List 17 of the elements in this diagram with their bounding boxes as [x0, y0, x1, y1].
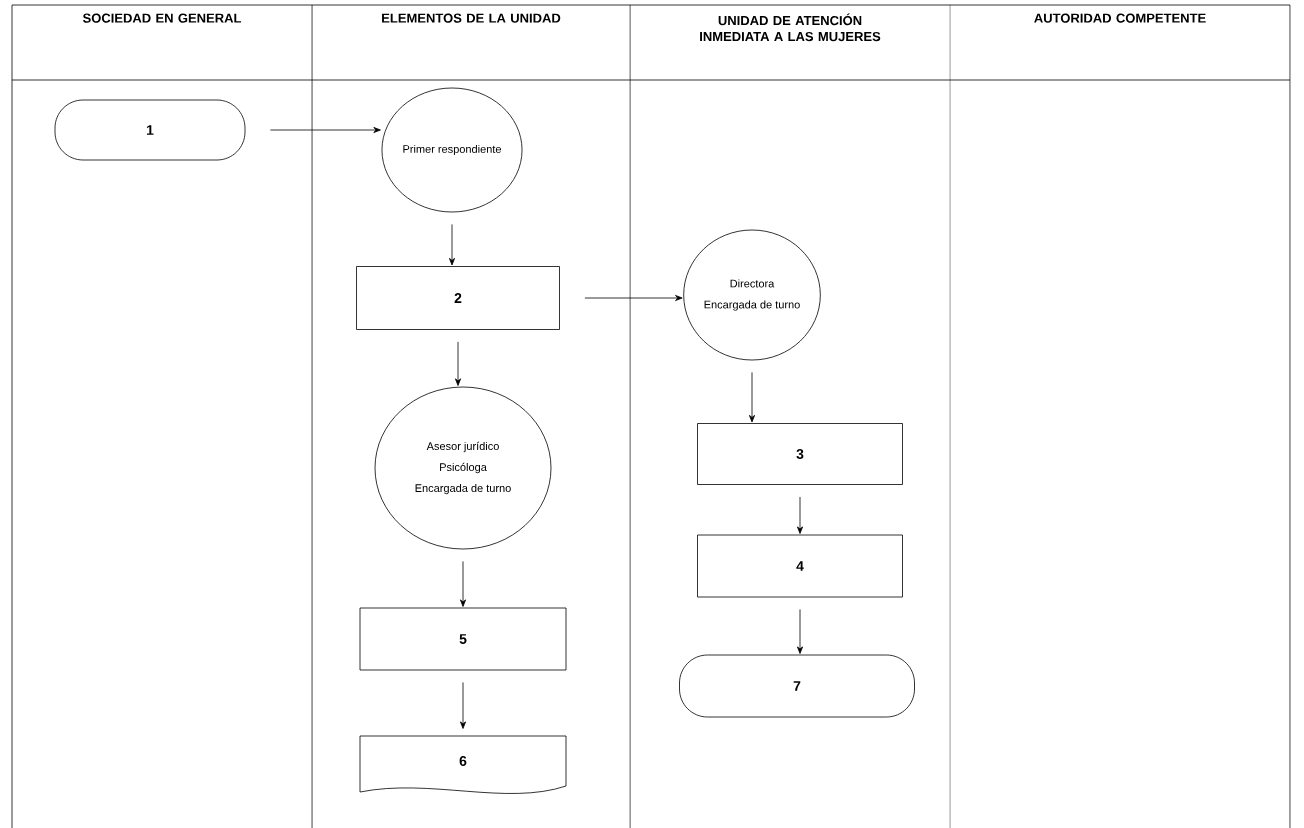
- process-box: 5: [359, 607, 567, 671]
- arrow: [749, 372, 755, 423]
- column-header: SOCIEDAD EN GENERAL: [82, 13, 242, 23]
- arrow: [797, 609, 803, 654]
- arrow: [460, 561, 466, 607]
- arrow: [270, 127, 381, 133]
- arrow: [584, 295, 683, 301]
- process-box: 4: [697, 534, 903, 598]
- process-box: 2: [356, 266, 560, 330]
- process-box: 3: [697, 423, 903, 485]
- arrow: [460, 682, 466, 729]
- column-header: ELEMENTOS DE LA UNIDAD: [382, 13, 561, 23]
- column-header: AUTORIDAD COMPETENTE: [1034, 13, 1206, 23]
- arrow: [797, 496, 803, 534]
- arrow: [455, 341, 461, 386]
- arrow: [449, 224, 455, 266]
- column-header: UNIDAD DE ATENCIÓN INMEDIATA A LAS MUJERES: [700, 13, 881, 42]
